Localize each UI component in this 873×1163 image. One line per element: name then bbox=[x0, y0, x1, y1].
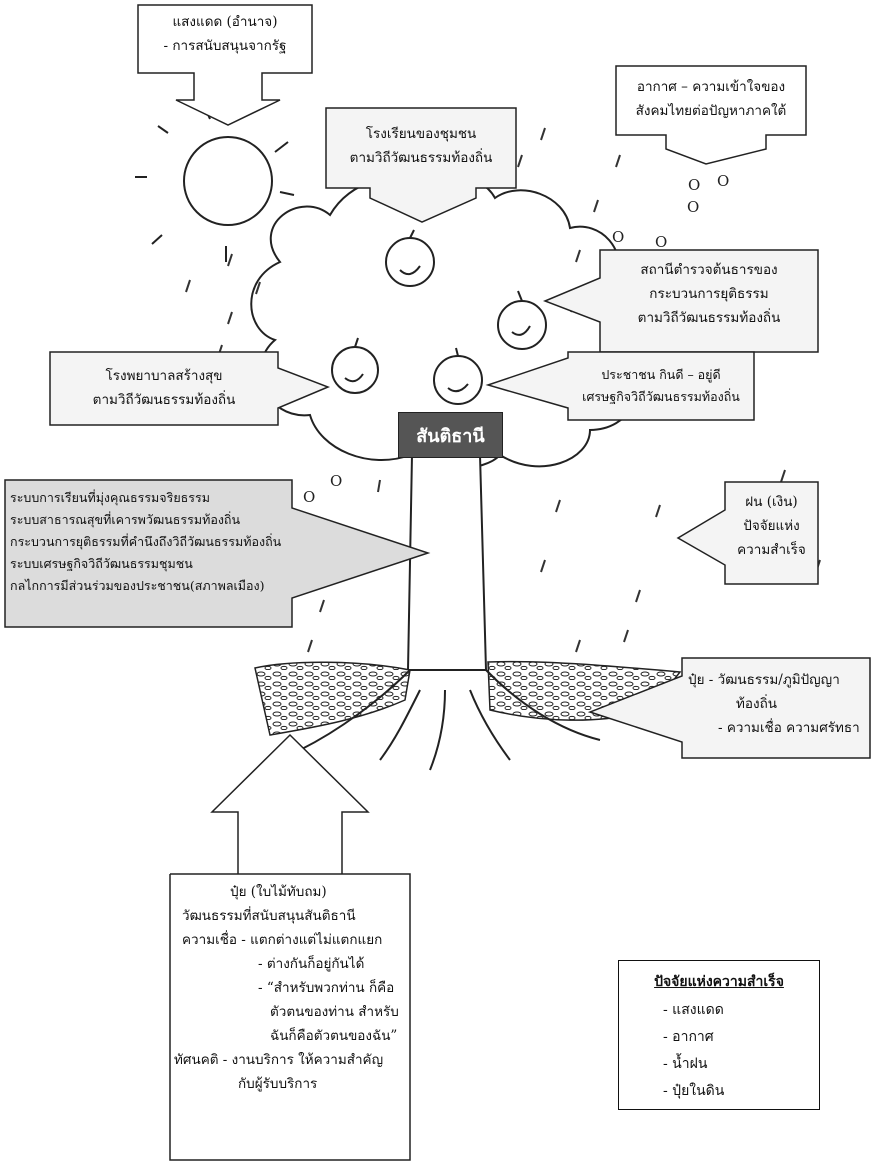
fertilizer-bottom-line: ตัวตนของท่าน สำหรับ bbox=[174, 1000, 408, 1024]
sun-line: - การสนับสนุนจากรัฐ bbox=[138, 34, 312, 58]
school-line: ตามวิถีวัฒนธรรมท้องถิ่น bbox=[326, 146, 516, 170]
fertilizer-bottom-text: ปุ๋ย (ใบไม้ทับถม) วัฒนธรรมที่สนับสนุนสัน… bbox=[174, 880, 408, 1096]
fertilizer-bottom-line: ฉันก็คือตัวตนของฉัน” bbox=[174, 1024, 408, 1048]
sun-line: แสงแดด (อำนาจ) bbox=[138, 10, 312, 34]
fertilizer-bottom-line: กับผู้รับบริการ bbox=[174, 1072, 408, 1096]
school-text: โรงเรียนของชุมชน ตามวิถีวัฒนธรรมท้องถิ่น bbox=[326, 122, 516, 170]
air-text: อากาศ – ความเข้าใจของ สังคมไทยต่อปัญหาภา… bbox=[616, 75, 806, 123]
systems-line: ระบบการเรียนที่มุ่งคุณธรรมจริยธรรม bbox=[10, 487, 281, 509]
rain-line: ปัจจัยแห่ง bbox=[725, 514, 818, 538]
rain-line: ความสำเร็จ bbox=[725, 538, 818, 562]
legend-box: ปัจจัยแห่งความสำเร็จ - แสงแดด - อากาศ - … bbox=[618, 960, 820, 1110]
air-line: อากาศ – ความเข้าใจของ bbox=[616, 75, 806, 99]
tree-trunk bbox=[408, 455, 486, 670]
fertilizer-bottom-line: ทัศนคติ - งานบริการ ให้ความสำคัญ bbox=[174, 1048, 408, 1072]
fertilizer-right-line: - ความเชื่อ ความศรัทธา bbox=[688, 716, 868, 740]
svg-text:O: O bbox=[717, 172, 729, 190]
air-line: สังคมไทยต่อปัญหาภาคใต้ bbox=[616, 99, 806, 123]
people-text: ประชาชน กินดี – อยู่ดี เศรษฐกิจวิถีวัฒนธ… bbox=[568, 364, 754, 408]
hospital-line: ตามวิถีวัฒนธรรมท้องถิ่น bbox=[50, 388, 278, 412]
svg-text:O: O bbox=[612, 228, 624, 246]
hospital-text: โรงพยาบาลสร้างสุข ตามวิถีวัฒนธรรมท้องถิ่… bbox=[50, 364, 278, 412]
fertilizer-bottom-line: ความเชื่อ - แตกต่างแต่ไม่แตกแยก bbox=[174, 928, 408, 952]
people-line: ประชาชน กินดี – อยู่ดี bbox=[568, 364, 754, 386]
svg-text:O: O bbox=[330, 472, 342, 490]
systems-line: กระบวนการยุติธรรมที่คำนึงถึงวิถีวัฒนธรรม… bbox=[10, 531, 281, 553]
fertilizer-right-line: ท้องถิ่น bbox=[688, 692, 868, 716]
svg-text:O: O bbox=[303, 488, 315, 506]
fertilizer-bottom-line: ปุ๋ย (ใบไม้ทับถม) bbox=[174, 880, 408, 904]
rain-text: ฝน (เงิน) ปัจจัยแห่ง ความสำเร็จ bbox=[725, 490, 818, 562]
fertilizer-bottom-line: - ต่างกันก็อยู่กันได้ bbox=[174, 952, 408, 976]
legend-item: - ปุ๋ยในดิน bbox=[663, 1078, 819, 1105]
police-line: ตามวิถีวัฒนธรรมท้องถิ่น bbox=[600, 306, 818, 330]
police-line: สถานีตำรวจต้นธารของ bbox=[600, 258, 818, 282]
fertilizer-right-line: ปุ๋ย - วัฒนธรรม/ภูมิปัญญา bbox=[688, 668, 868, 692]
fertilizer-right-text: ปุ๋ย - วัฒนธรรม/ภูมิปัญญา ท้องถิ่น - ควา… bbox=[688, 668, 868, 740]
fertilizer-bottom-line: วัฒนธรรมที่สนับสนุนสันติธานี bbox=[174, 904, 408, 928]
people-line: เศรษฐกิจวิถีวัฒนธรรมท้องถิ่น bbox=[568, 386, 754, 408]
soil-left bbox=[255, 662, 410, 735]
svg-text:O: O bbox=[655, 233, 667, 251]
fertilizer-bottom-line: - “สำหรับพวกท่าน ก็คือ bbox=[174, 976, 408, 1000]
legend-list: - แสงแดด - อากาศ - น้ำฝน - ปุ๋ยในดิน bbox=[663, 997, 819, 1105]
svg-text:O: O bbox=[688, 176, 700, 194]
legend-item: - อากาศ bbox=[663, 1024, 819, 1051]
systems-line: ระบบสาธารณสุขที่เคารพวัฒนธรรมท้องถิ่น bbox=[10, 509, 281, 531]
hospital-line: โรงพยาบาลสร้างสุข bbox=[50, 364, 278, 388]
systems-line: ระบบเศรษฐกิจวิถีวัฒนธรรมชุมชน bbox=[10, 553, 281, 575]
systems-text: ระบบการเรียนที่มุ่งคุณธรรมจริยธรรม ระบบส… bbox=[10, 487, 281, 597]
svg-text:O: O bbox=[687, 198, 699, 216]
police-text: สถานีตำรวจต้นธารของ กระบวนการยุติธรรม ตา… bbox=[600, 258, 818, 330]
title-box: สันติธานี bbox=[398, 412, 503, 458]
legend-heading: ปัจจัยแห่งความสำเร็จ bbox=[619, 971, 819, 993]
rain-line: ฝน (เงิน) bbox=[725, 490, 818, 514]
legend-item: - น้ำฝน bbox=[663, 1051, 819, 1078]
legend-item: - แสงแดด bbox=[663, 997, 819, 1024]
school-line: โรงเรียนของชุมชน bbox=[326, 122, 516, 146]
systems-line: กลไกการมีส่วนร่วมของประชาชน(สภาพลเมือง) bbox=[10, 575, 281, 597]
sun-text: แสงแดด (อำนาจ) - การสนับสนุนจากรัฐ bbox=[138, 10, 312, 58]
police-line: กระบวนการยุติธรรม bbox=[600, 282, 818, 306]
